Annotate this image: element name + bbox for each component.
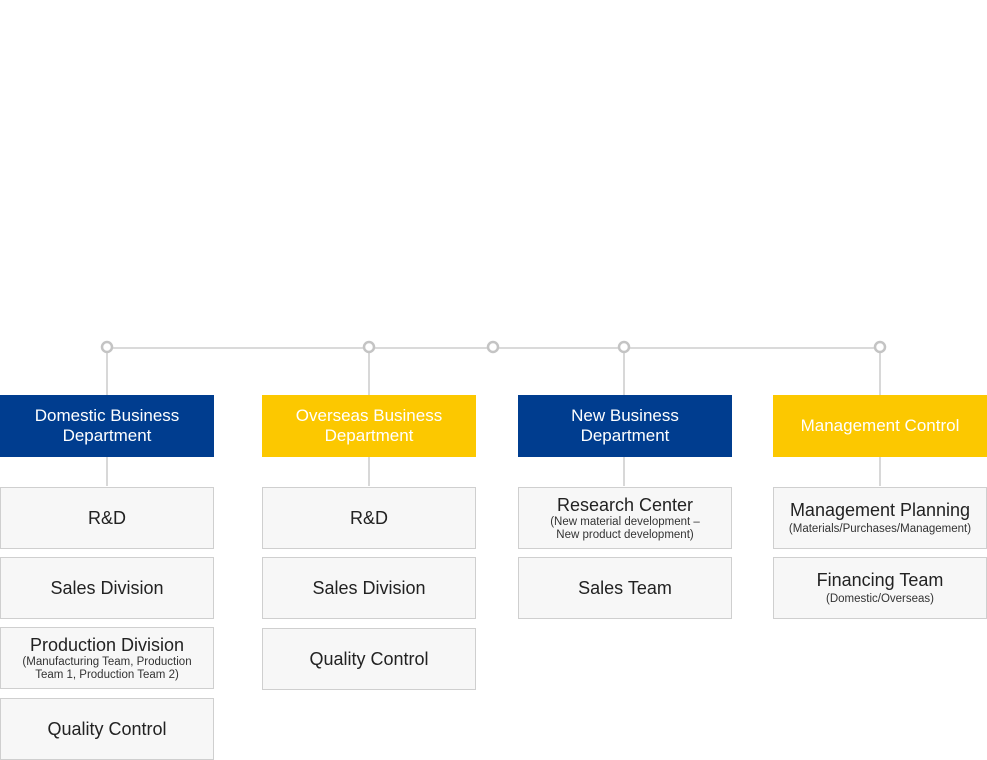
unit-name: Quality Control [47, 718, 167, 739]
bus-node-1 [100, 340, 114, 354]
dept-domestic-business: Domestic Business Department [0, 395, 214, 457]
unit-name: Research Center [556, 494, 694, 515]
unit-name: R&D [349, 507, 388, 528]
unit-box-management-planning: Management Planning (Materials/Purchases… [773, 487, 987, 549]
bus-node-4 [873, 340, 887, 354]
dept-new-business: New Business Department [518, 395, 732, 457]
dept-title: New Business Department [571, 406, 679, 445]
unit-box-production-division: Production Division (Manufacturing Team,… [0, 627, 214, 689]
bus-node-3 [617, 340, 631, 354]
unit-box-sales-division: Sales Division [262, 557, 476, 619]
unit-box-quality-control: Quality Control [262, 628, 476, 690]
unit-name: Production Division [29, 634, 185, 655]
dept-title: Overseas Business Department [295, 406, 443, 445]
unit-name: Management Planning [789, 500, 971, 520]
unit-detail: (New material development – New product … [550, 515, 700, 541]
unit-detail: (Manufacturing Team, Production Team 1, … [22, 655, 192, 681]
unit-name: Quality Control [309, 648, 429, 669]
unit-box-financing-team: Financing Team (Domestic/Overseas) [773, 557, 987, 619]
unit-detail: (Materials/Purchases/Management) [788, 523, 972, 535]
unit-box-rnd: R&D [262, 487, 476, 549]
unit-box-quality-control: Quality Control [0, 698, 214, 760]
unit-box-sales-team: Sales Team [518, 557, 732, 619]
unit-box-sales-division: Sales Division [0, 557, 214, 619]
unit-name: Sales Division [50, 577, 164, 598]
unit-name: Sales Division [312, 577, 426, 598]
unit-name: R&D [87, 507, 126, 528]
unit-name: Sales Team [578, 577, 672, 598]
dept-overseas-business: Overseas Business Department [262, 395, 476, 457]
bus-node-2 [362, 340, 376, 354]
dept-management-control: Management Control [773, 395, 987, 457]
dept-title: Domestic Business Department [34, 406, 180, 445]
bus-node-center [486, 340, 500, 354]
unit-box-rnd: R&D [0, 487, 214, 549]
dept-title: Management Control [800, 416, 960, 435]
unit-name: Financing Team [816, 570, 944, 590]
unit-box-research-center: Research Center (New material developmen… [518, 487, 732, 549]
unit-detail: (Domestic/Overseas) [826, 593, 934, 605]
